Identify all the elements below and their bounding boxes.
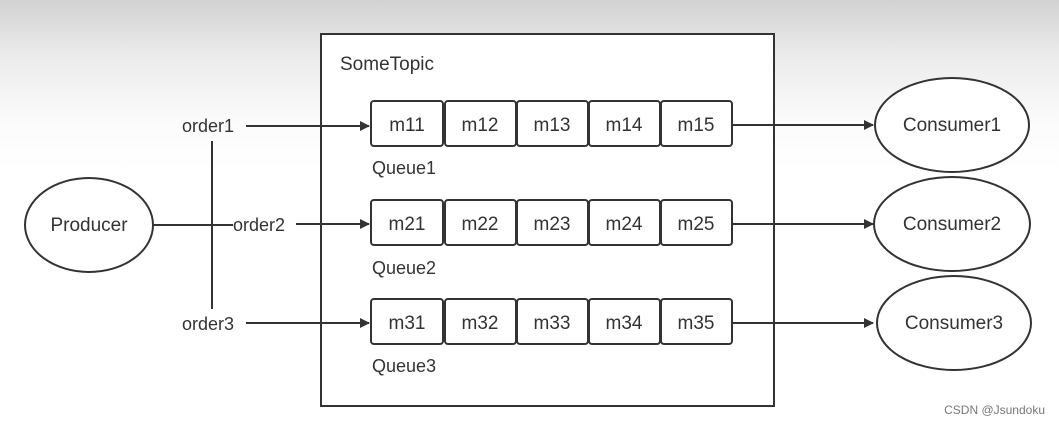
message-label: m34	[606, 313, 643, 334]
message-label: m15	[678, 115, 715, 136]
queue-3: m31 m32 m33 m34 m35 Queue3	[370, 298, 733, 376]
message-cell	[370, 100, 444, 147]
queue-label-1: Queue1	[372, 158, 436, 178]
message-label: m31	[389, 313, 426, 334]
order-label-1: order1	[182, 116, 234, 136]
message-label: m13	[534, 115, 571, 136]
message-label: m25	[678, 214, 715, 235]
message-cell	[370, 199, 444, 246]
consumer-label-1: Consumer1	[903, 115, 1001, 136]
message-label: m33	[534, 313, 571, 334]
message-cell	[660, 199, 733, 246]
order-label-3: order3	[182, 314, 234, 334]
message-label: m35	[678, 313, 715, 334]
message-label: m23	[534, 214, 571, 235]
producer-label: Producer	[50, 215, 128, 236]
queue-2: m21 m22 m23 m24 m25 Queue2	[370, 199, 733, 278]
message-label: m21	[389, 214, 426, 235]
message-label: m12	[462, 115, 499, 136]
consumer-label-3: Consumer3	[905, 313, 1003, 334]
consumer-node-1	[874, 77, 1030, 173]
watermark: CSDN @Jsundoku	[944, 403, 1045, 417]
message-cell	[660, 100, 733, 147]
queue-1: m11 m12 m13 m14 m15 Queue1	[370, 100, 733, 178]
consumer-node-3	[876, 275, 1032, 371]
queue-label-2: Queue2	[372, 258, 436, 278]
message-label: m22	[462, 214, 499, 235]
message-label: m32	[462, 313, 499, 334]
consumer-node-2	[873, 176, 1031, 272]
topic-label: SomeTopic	[340, 54, 434, 75]
message-label: m14	[606, 115, 643, 136]
message-label: m24	[606, 214, 643, 235]
order-label-2: order2	[233, 215, 285, 235]
message-cell	[370, 298, 444, 345]
message-cell	[660, 298, 733, 345]
message-label: m11	[389, 115, 425, 136]
consumer-label-2: Consumer2	[903, 214, 1001, 235]
queue-label-3: Queue3	[372, 356, 436, 376]
